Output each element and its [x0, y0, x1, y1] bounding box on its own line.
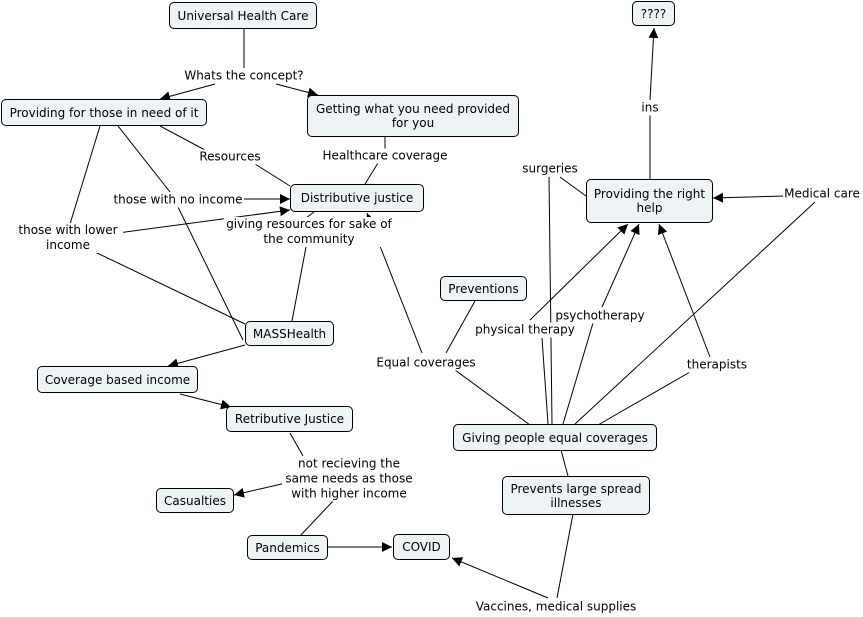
node-preventions[interactable]: Preventions [440, 276, 527, 301]
node-providing-the-right-help[interactable]: Providing the right help [586, 179, 713, 223]
edge-vaccines-covid [451, 557, 549, 599]
edge-giving-psycho [562, 322, 594, 425]
label-psychotherapy: psychotherapy [554, 308, 646, 324]
node-unknown[interactable]: ???? [632, 1, 675, 26]
label-those-with-lower-income: those with lower income [13, 223, 123, 253]
node-distributive-justice[interactable]: Distributive justice [290, 184, 424, 212]
node-covid[interactable]: COVID [393, 534, 450, 560]
edge-preventions-equal [445, 300, 476, 354]
node-getting-what-you-need[interactable]: Getting what you need provided for you [307, 95, 519, 137]
node-retributive-justice[interactable]: Retributive Justice [226, 406, 353, 432]
edge-therapists-providing [657, 223, 711, 358]
edge-pandemics-notrecieving [299, 499, 335, 537]
node-prevents-large-spread-illnesses[interactable]: Prevents large spread illnesses [502, 476, 650, 515]
node-coverage-based-income[interactable]: Coverage based income [37, 366, 198, 393]
edge-giving-physical [541, 337, 549, 425]
edge-masshealth-coverage [167, 344, 246, 369]
edge-resources-distributive [254, 163, 291, 187]
edge-providing-noincome [117, 125, 171, 193]
edge-concept-getting [275, 83, 319, 98]
label-those-with-no-income: those with no income [112, 192, 244, 208]
label-therapists: therapists [685, 357, 749, 373]
node-pandemics[interactable]: Pandemics [247, 535, 328, 560]
label-equal-coverages: Equal coverages [375, 355, 477, 371]
edge-prevents-vaccines [556, 513, 574, 599]
edge-notrecieving-casualties [233, 482, 287, 498]
edge-concept-providing [159, 83, 216, 102]
node-providing-for-those-in-need[interactable]: Providing for those in need of it [1, 99, 207, 126]
edge-lowerincome-distributive [117, 206, 291, 234]
edge-providing-resources [159, 125, 206, 151]
edge-retributive-notrecieving [289, 432, 304, 457]
edge-giving-therapists [597, 371, 691, 426]
edge-masshealth-giving [291, 246, 307, 322]
edge-lowerincome-masshealth [94, 251, 246, 325]
label-whats-the-concept: Whats the concept? [183, 68, 305, 84]
edge-providing-lowerincome [69, 125, 101, 225]
label-ins: ins [640, 100, 660, 116]
edge-healthcare-distributive [364, 162, 379, 185]
edge-ins-unknown [648, 27, 659, 101]
edge-psycho-providing [601, 223, 640, 308]
label-healthcare-coverage: Healthcare coverage [321, 148, 449, 164]
node-giving-people-equal-coverages[interactable]: Giving people equal coverages [453, 424, 657, 451]
label-not-recieving: not recieving the same needs as those wi… [282, 456, 416, 502]
label-giving-resources: giving resources for sake of the communi… [224, 217, 394, 247]
label-vaccines-medical-supplies: Vaccines, medical supplies [474, 599, 638, 615]
edge-giving-medicalcare [574, 201, 816, 425]
edge-coverage-retributive [179, 393, 232, 410]
edge-physical-providing [529, 223, 629, 321]
node-masshealth[interactable]: MASSHealth [245, 321, 334, 346]
label-surgeries: surgeries [521, 161, 579, 177]
label-resources: Resources [198, 149, 262, 165]
edge-surgeries-providing [559, 176, 587, 197]
node-casualties[interactable]: Casualties [156, 488, 234, 513]
edge-medicalcare-providing [712, 192, 786, 203]
label-physical-therapy: physical therapy [474, 322, 576, 338]
edge-giving-equal [454, 369, 531, 426]
node-universal-health-care[interactable]: Universal Health Care [169, 2, 317, 29]
label-medical-care: Medical care [783, 186, 861, 202]
edge-giving-prevents [560, 449, 569, 477]
